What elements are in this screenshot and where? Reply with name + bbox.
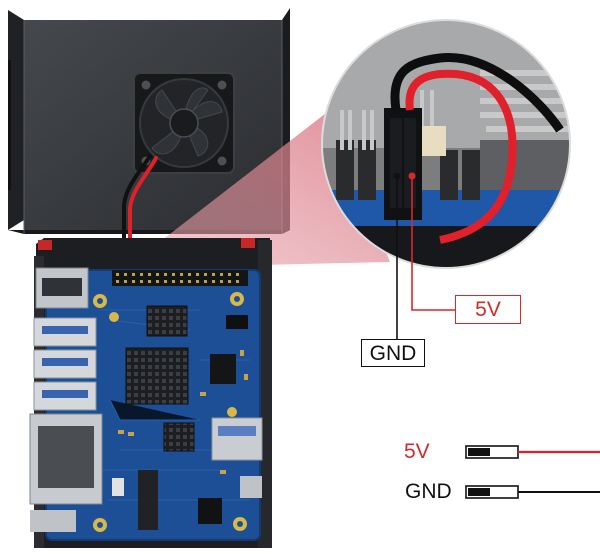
legend-5v-label: 5V [404,440,430,463]
callout-gnd-label: GND [361,339,425,367]
zoom-inset [321,19,571,269]
cooling-fan [133,72,235,174]
io-ports [29,267,103,532]
wire-legend-gnd [465,485,600,499]
wire-legend-5v [465,445,600,459]
legend-gnd-label: GND [405,480,452,503]
callout-leaders [396,176,455,339]
callout-5v-label: 5V [455,295,521,324]
